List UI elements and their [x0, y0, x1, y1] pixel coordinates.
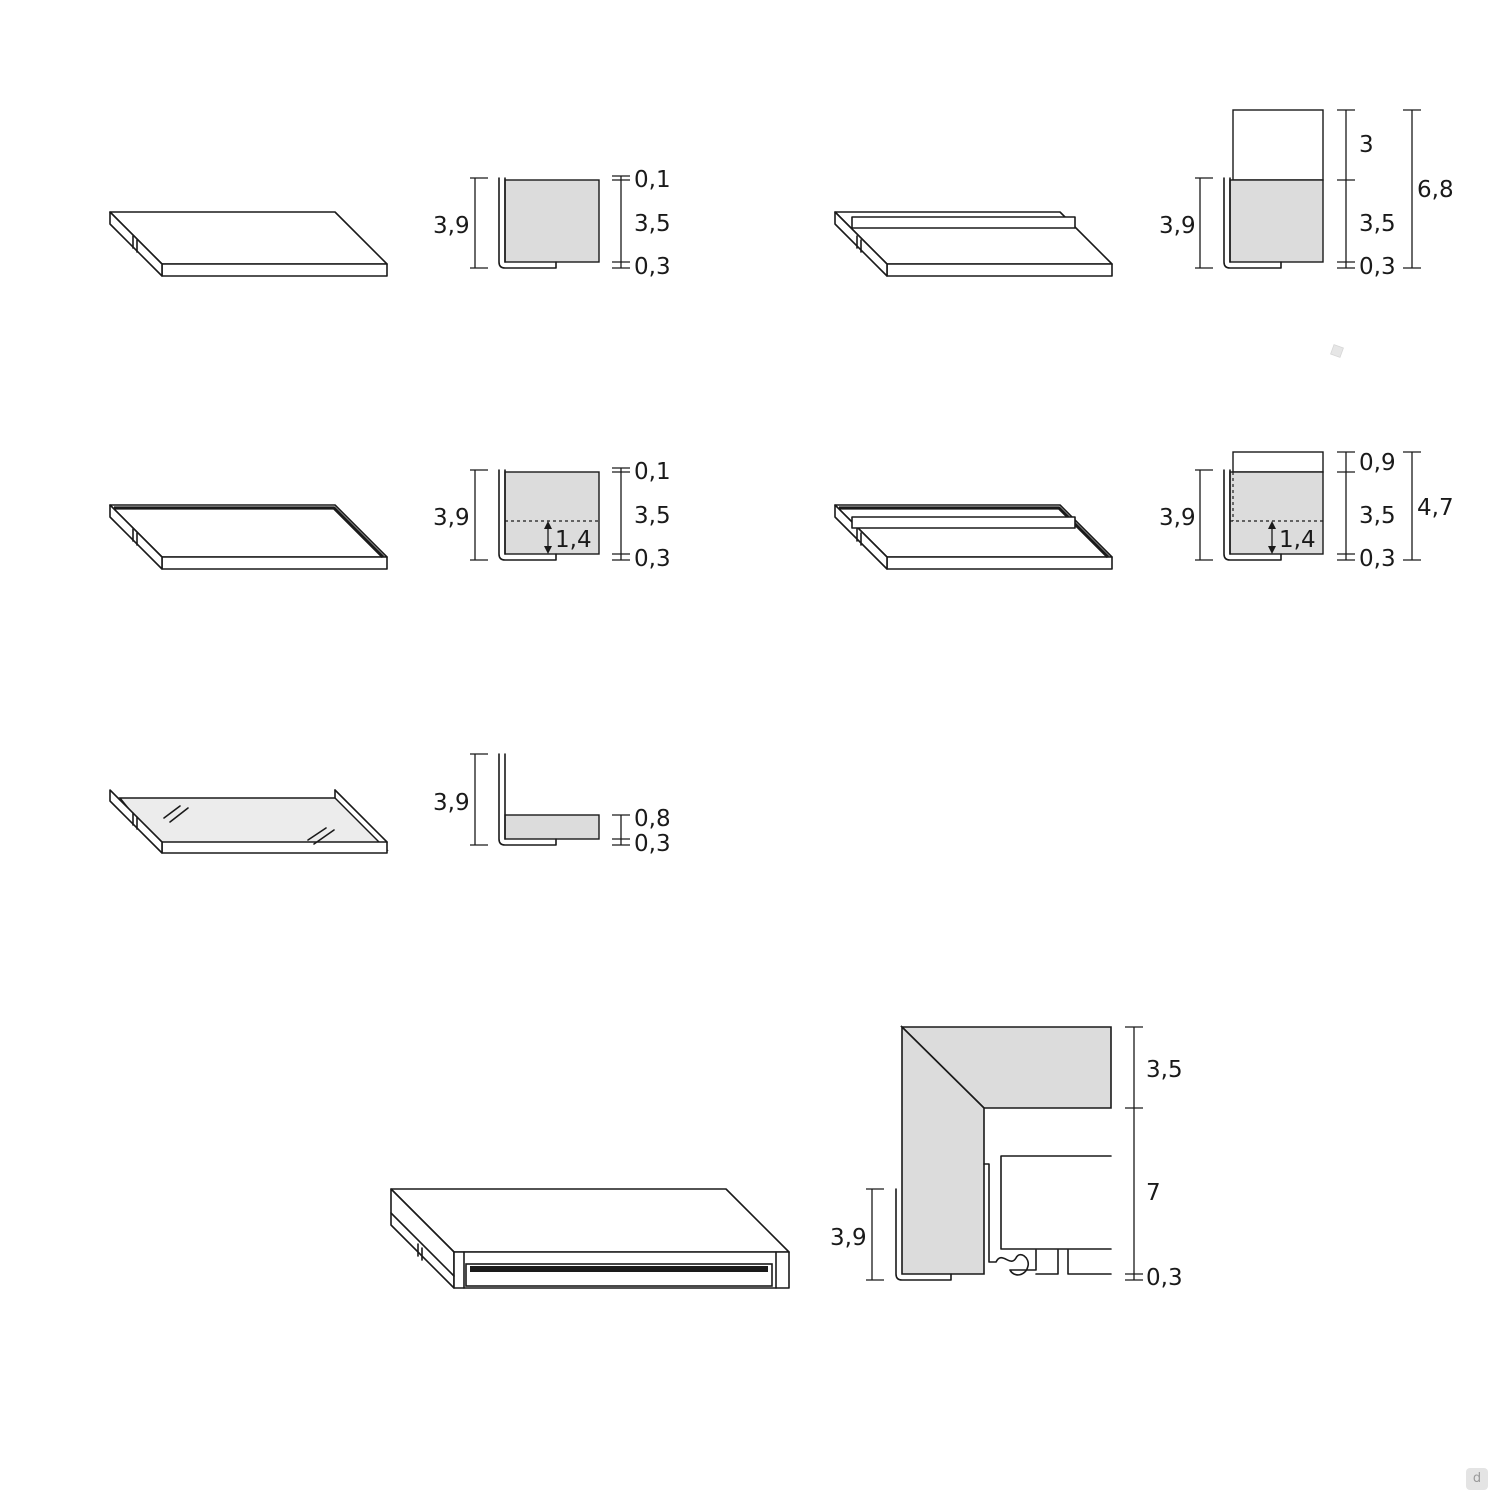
shelf-glass-isometric — [109, 789, 389, 854]
stray-mark — [1330, 344, 1344, 358]
dim-bot: 0,3 — [634, 254, 671, 280]
dim-bot: 0,3 — [634, 546, 671, 572]
dim-mid: 3,5 — [1359, 503, 1396, 529]
dim-mid: 3,5 — [634, 211, 671, 237]
dim-total: 3,9 — [433, 213, 470, 239]
logo-icon: d — [1466, 1468, 1488, 1490]
shelf-edge-back-section: 1,4 3,9 0,9 3,5 0,3 4,7 — [1159, 450, 1454, 572]
shelf-edge-section: 1,4 3,9 0,1 3,5 0,3 — [433, 459, 671, 572]
shelf-edge-isometric — [109, 504, 388, 570]
dim-bot: 0,3 — [634, 831, 671, 857]
dim-top: 0,1 — [634, 167, 671, 193]
dim-total: 3,9 — [433, 505, 470, 531]
dim-glass: 0,8 — [634, 806, 671, 832]
dim-bot: 0,3 — [1146, 1265, 1183, 1291]
dim-overall: 6,8 — [1417, 177, 1454, 203]
dim-back: 3 — [1359, 132, 1374, 158]
drawer-isometric — [390, 1188, 790, 1289]
dim-top: 0,1 — [634, 459, 671, 485]
dim-total: 3,9 — [1159, 505, 1196, 531]
dim-mid: 3,5 — [634, 503, 671, 529]
shelf-plain-section: 3,9 0,1 3,5 0,3 — [433, 167, 671, 280]
dim-inner: 1,4 — [1279, 527, 1316, 553]
shelf-edge-back-isometric — [834, 504, 1113, 570]
dim-top: 3,5 — [1146, 1057, 1183, 1083]
dim-total: 3,9 — [1159, 213, 1196, 239]
dim-total: 3,9 — [433, 790, 470, 816]
shelf-back-section: 3,9 3 3,5 0,3 6,8 — [1159, 109, 1454, 280]
shelf-glass-section: 3,9 0,8 0,3 — [433, 753, 671, 857]
dim-mid: 3,5 — [1359, 211, 1396, 237]
dim-overall: 4,7 — [1417, 495, 1454, 521]
dim-back: 0,9 — [1359, 450, 1396, 476]
dim-front: 7 — [1146, 1180, 1161, 1206]
dim-bot: 0,3 — [1359, 546, 1396, 572]
dim-inner: 1,4 — [555, 527, 592, 553]
shelf-plain-isometric — [109, 211, 388, 277]
dim-total: 3,9 — [830, 1225, 867, 1251]
shelf-back-isometric — [834, 211, 1113, 277]
dim-bot: 0,3 — [1359, 254, 1396, 280]
drawer-section: 3,9 3,5 7 0,3 — [830, 1025, 1183, 1291]
